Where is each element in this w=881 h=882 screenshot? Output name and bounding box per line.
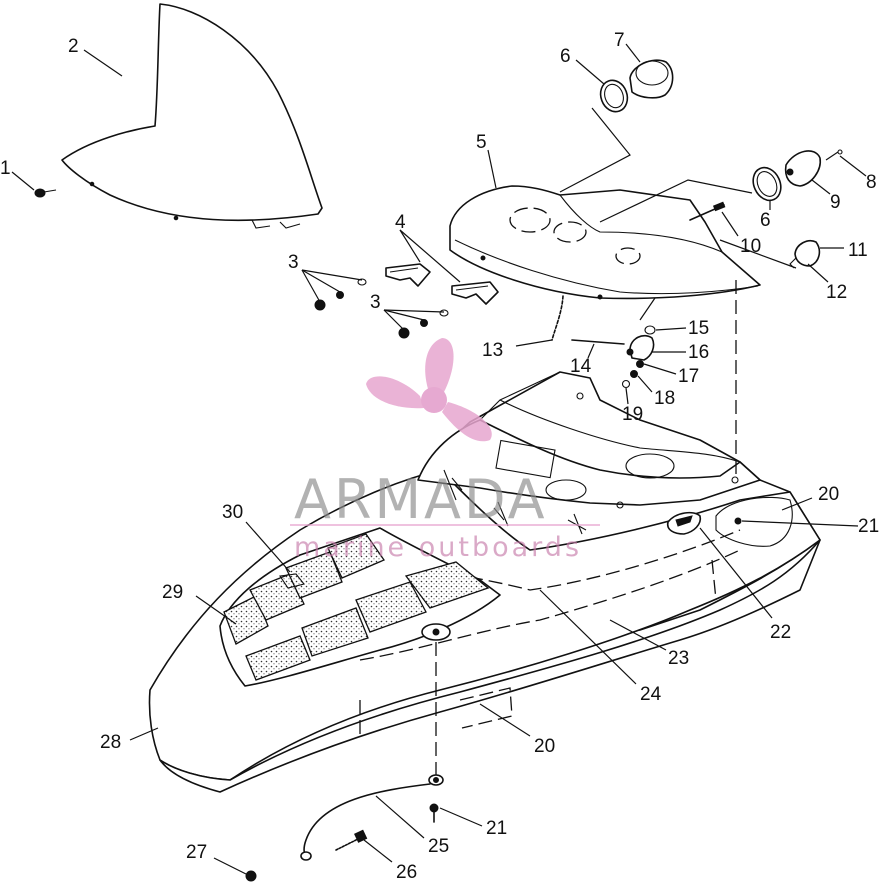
callout-21a: 21 bbox=[858, 516, 879, 537]
callout-3b: 3 bbox=[370, 292, 381, 313]
switch-washer-lower bbox=[630, 370, 638, 378]
callout-16: 16 bbox=[688, 342, 709, 363]
callout-27: 27 bbox=[186, 842, 207, 863]
nut-bottom bbox=[245, 870, 257, 882]
gauge-pin bbox=[825, 149, 843, 161]
callout-labels: 1 2 3 3 4 5 6 6 7 8 9 10 11 12 13 14 15 … bbox=[0, 30, 879, 882]
long-bolt bbox=[571, 339, 625, 345]
callout-7: 7 bbox=[614, 30, 625, 51]
propeller-icon bbox=[366, 338, 492, 442]
callout-4: 4 bbox=[395, 212, 406, 233]
gauge-leader-right bbox=[599, 179, 753, 223]
grommet-bottom bbox=[428, 774, 444, 786]
nut-washer-set-lower bbox=[398, 309, 449, 339]
callout-11: 11 bbox=[848, 240, 868, 261]
callout-13: 13 bbox=[482, 340, 503, 361]
callout-15: 15 bbox=[688, 318, 709, 339]
callout-20a: 20 bbox=[818, 484, 839, 505]
nut-washer-set-upper bbox=[314, 278, 367, 311]
callout-2: 2 bbox=[68, 36, 79, 57]
gauge-ring-top bbox=[599, 79, 629, 113]
switch-washer bbox=[644, 325, 656, 335]
callout-5: 5 bbox=[476, 132, 487, 153]
callout-20b: 20 bbox=[534, 736, 555, 757]
callout-6b: 6 bbox=[760, 210, 771, 231]
callout-6a: 6 bbox=[560, 46, 571, 67]
callout-28: 28 bbox=[100, 732, 121, 753]
callout-25: 25 bbox=[428, 836, 449, 857]
indicator-lamp bbox=[789, 239, 821, 269]
gauge-right bbox=[784, 150, 822, 187]
leader-lines bbox=[11, 43, 867, 875]
watermark-tagline: marine outboards bbox=[294, 532, 582, 563]
callout-17: 17 bbox=[678, 366, 699, 387]
bolt-bottom bbox=[335, 829, 368, 851]
callout-21b: 21 bbox=[486, 818, 507, 839]
dash-cable bbox=[551, 295, 564, 341]
tether-cable bbox=[300, 783, 431, 861]
callout-24: 24 bbox=[640, 684, 662, 705]
mount-tab bbox=[421, 623, 451, 641]
screw-bottom bbox=[429, 803, 439, 823]
wire-harness-clip bbox=[689, 201, 726, 221]
callout-1: 1 bbox=[0, 158, 11, 179]
callout-3a: 3 bbox=[288, 252, 299, 273]
callout-8: 8 bbox=[866, 172, 877, 193]
switch-leader bbox=[639, 297, 656, 321]
callout-23: 23 bbox=[668, 648, 689, 669]
dash-panel bbox=[449, 185, 761, 300]
gauge-top bbox=[629, 59, 674, 99]
callout-30: 30 bbox=[222, 502, 243, 523]
watermark: ARMADA marine outboards bbox=[290, 338, 600, 563]
watermark-brand: ARMADA bbox=[294, 468, 548, 531]
callout-26: 26 bbox=[396, 862, 417, 882]
windshield-screw bbox=[34, 188, 57, 198]
callout-10: 10 bbox=[740, 236, 761, 257]
mounting-bracket-left bbox=[385, 263, 431, 287]
switch-housing bbox=[626, 334, 655, 361]
callout-29: 29 bbox=[162, 582, 183, 603]
gauge-ring-right bbox=[752, 166, 782, 202]
callout-9: 9 bbox=[830, 192, 841, 213]
hood-body bbox=[148, 371, 821, 793]
callout-19: 19 bbox=[622, 404, 643, 425]
mounting-bracket-right bbox=[451, 281, 499, 305]
callout-22: 22 bbox=[770, 622, 791, 643]
callout-14: 14 bbox=[570, 356, 592, 377]
hood-vents bbox=[219, 527, 501, 687]
callout-12: 12 bbox=[826, 282, 847, 303]
gauge-leader-top bbox=[559, 107, 631, 193]
callout-18: 18 bbox=[654, 388, 675, 409]
lamp-leader bbox=[719, 239, 797, 269]
windshield bbox=[61, 3, 323, 229]
switch-grommet bbox=[621, 379, 631, 389]
switch-nut bbox=[636, 360, 644, 368]
